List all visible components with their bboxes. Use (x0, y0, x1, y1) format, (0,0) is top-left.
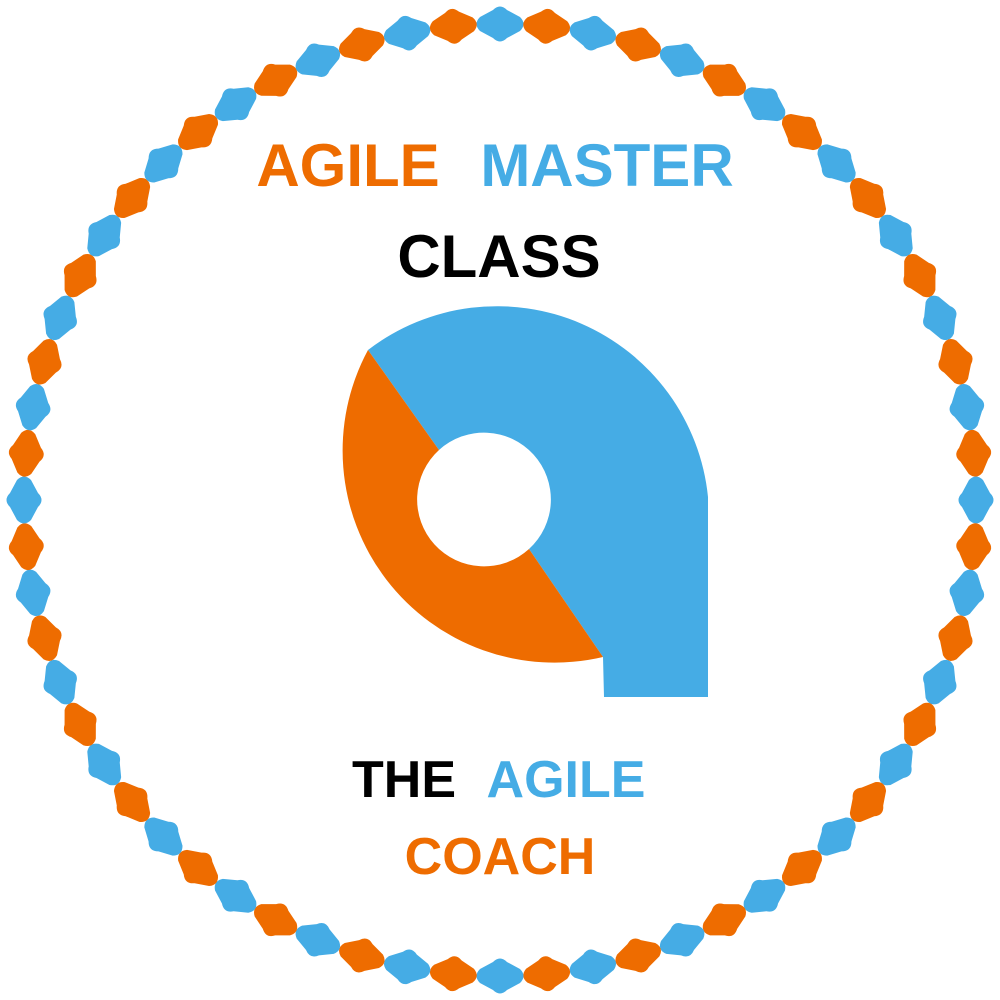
border-bead (923, 659, 957, 705)
border-bead (956, 429, 992, 477)
border-bead (949, 383, 985, 431)
border-bead (569, 949, 617, 985)
border-bead (339, 938, 385, 973)
border-bead (8, 523, 44, 571)
border-bead (878, 743, 913, 786)
border-bead (429, 8, 477, 44)
border-bead (144, 817, 183, 856)
border-bead (817, 817, 856, 856)
border-bead (958, 476, 994, 524)
border-bead (476, 6, 524, 42)
border-bead (743, 87, 786, 122)
border-bead (178, 113, 219, 151)
border-bead (476, 958, 524, 994)
border-bead (214, 878, 257, 913)
border-bead (295, 43, 341, 77)
border-bead (113, 781, 151, 822)
border-bead (781, 849, 822, 887)
border-bead (254, 63, 298, 97)
border-bead (849, 781, 887, 822)
title-word-agile: AGILE (256, 132, 439, 199)
border-bead (339, 27, 385, 62)
logo-orange-segment (342, 350, 603, 663)
border-bead (6, 476, 42, 524)
border-bead (63, 254, 97, 298)
footer-word-coach: COACH (405, 828, 596, 886)
diamond-bead-border (6, 6, 994, 994)
footer-word-the: THE (352, 751, 456, 809)
logo-blue-segment (368, 306, 708, 697)
border-bead (923, 295, 957, 341)
border-bead (849, 178, 887, 219)
border-bead (429, 956, 477, 992)
border-bead (949, 569, 985, 617)
border-bead (659, 43, 705, 77)
border-bead (569, 15, 617, 51)
border-bead (523, 956, 571, 992)
border-bead (817, 144, 856, 183)
border-bead (523, 8, 571, 44)
title-word-master: MASTER (480, 132, 733, 199)
border-bead (702, 903, 746, 937)
border-bead (383, 15, 431, 51)
border-bead (113, 178, 151, 219)
border-bead (15, 569, 51, 617)
border-bead (87, 743, 122, 786)
border-bead (8, 429, 44, 477)
border-bead (43, 295, 77, 341)
border-bead (938, 615, 973, 661)
border-bead (615, 27, 661, 62)
border-bead (615, 938, 661, 973)
border-bead (178, 849, 219, 887)
border-bead (383, 949, 431, 985)
border-bead (781, 113, 822, 151)
border-bead (254, 903, 298, 937)
border-bead (214, 87, 257, 122)
border-bead (878, 214, 913, 257)
border-bead (903, 702, 937, 746)
title-word-class: CLASS (397, 223, 600, 290)
footer-word-agile: AGILE (487, 751, 646, 809)
border-bead (15, 383, 51, 431)
title: AGILE MASTER CLASS (256, 132, 733, 290)
border-bead (743, 878, 786, 913)
border-bead (903, 254, 937, 298)
border-bead (295, 923, 341, 957)
border-bead (702, 63, 746, 97)
border-bead (938, 339, 973, 385)
border-bead (659, 923, 705, 957)
agile-a-logo-icon (342, 306, 708, 697)
border-bead (144, 144, 183, 183)
border-bead (27, 339, 62, 385)
border-bead (87, 214, 122, 257)
border-bead (27, 615, 62, 661)
border-bead (956, 523, 992, 571)
border-bead (63, 702, 97, 746)
border-bead (43, 659, 77, 705)
footer: THE AGILE COACH (352, 751, 645, 886)
